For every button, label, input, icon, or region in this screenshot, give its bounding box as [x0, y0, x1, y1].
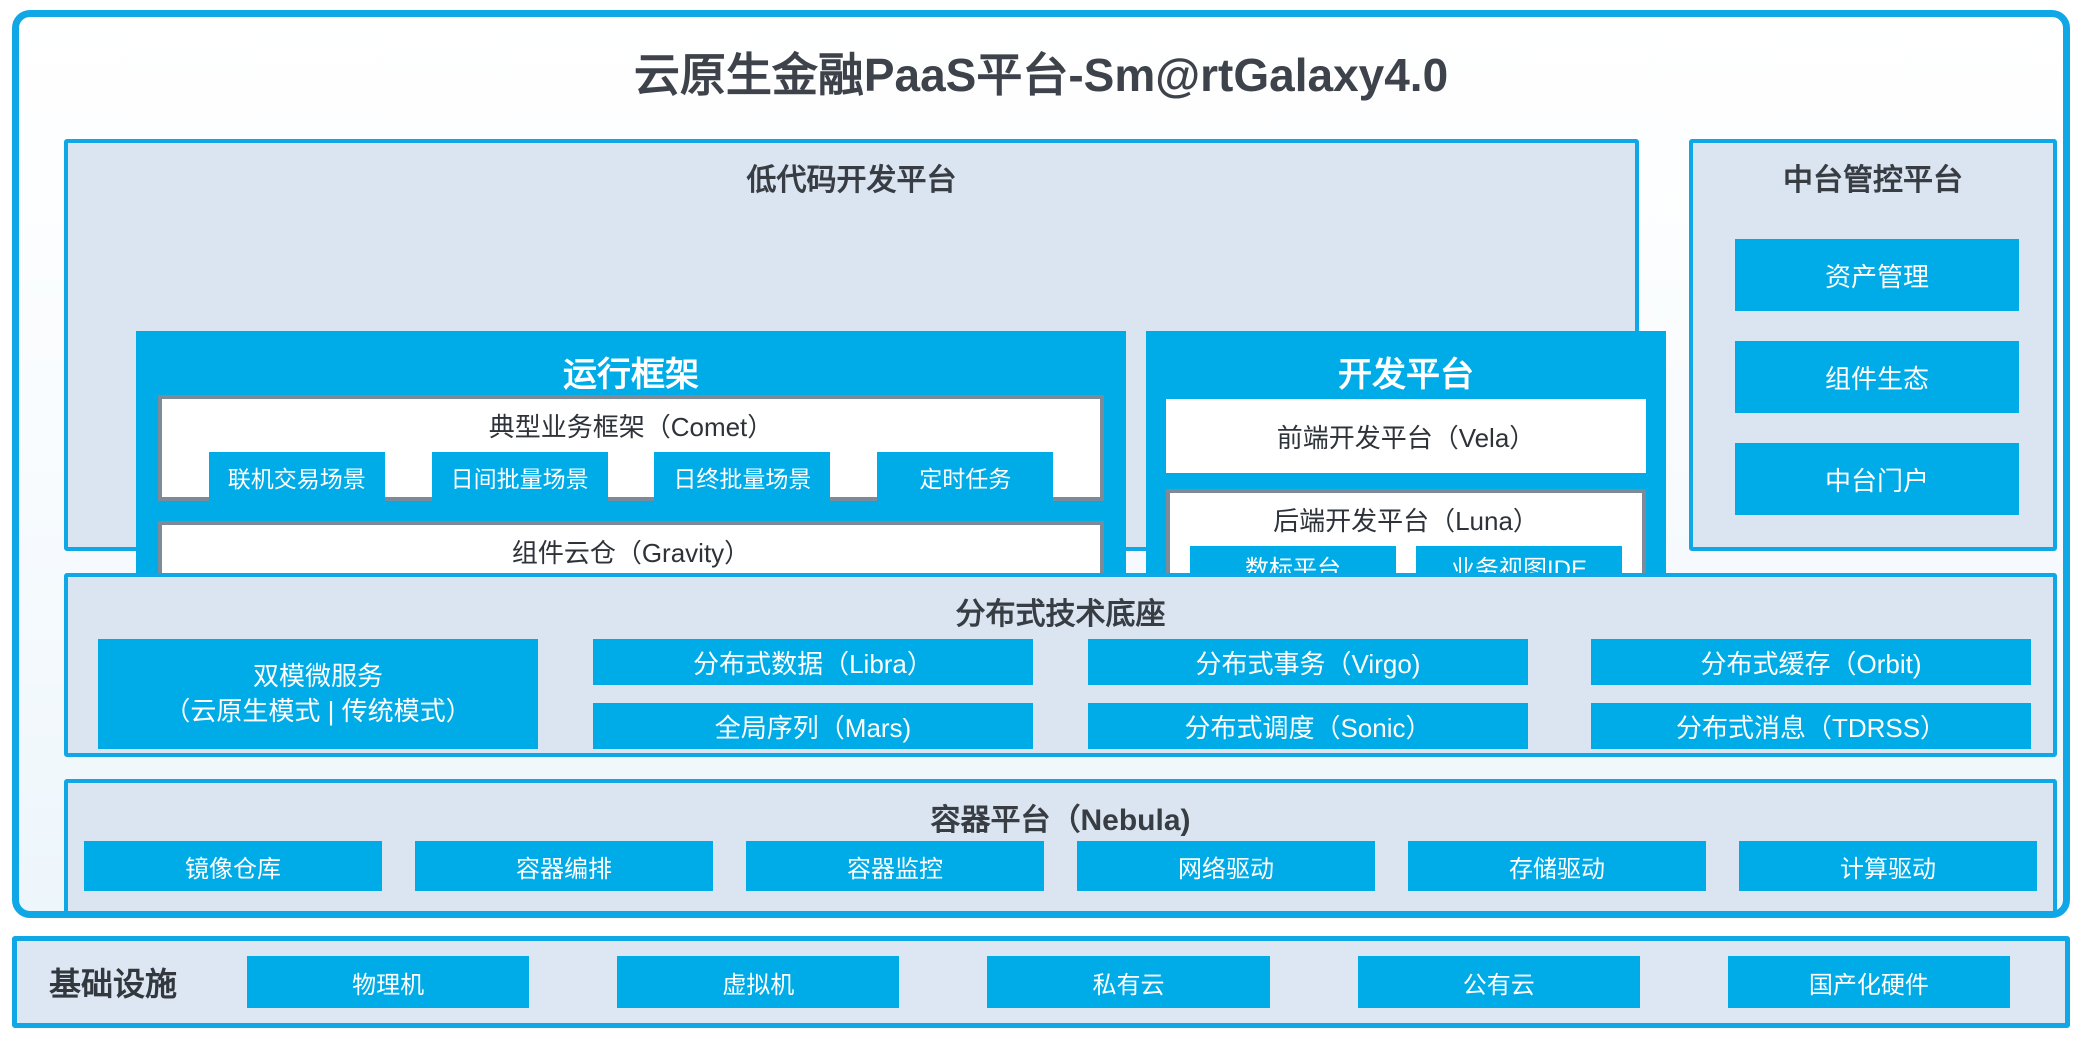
- distributed-grid: 双模微服务 （云原生模式 | 传统模式） 分布式数据（Libra） 全局序列（M…: [98, 639, 2031, 749]
- container-item-monitoring: 容器监控: [746, 841, 1044, 891]
- lowcode-platform-title: 低代码开发平台: [746, 164, 957, 197]
- container-items-row: 镜像仓库 容器编排 容器监控 网络驱动 存储驱动 计算驱动: [84, 841, 2037, 891]
- infrastructure-bar: 基础设施 物理机 虚拟机 私有云 公有云 国产化硬件: [12, 936, 2070, 1028]
- comet-item-daytime-batch: 日间批量场景: [431, 452, 608, 502]
- runtime-framework-title: 运行框架: [563, 356, 699, 394]
- luna-backend-title: 后端开发平台（Luna）: [1273, 506, 1539, 536]
- dual-mode-line1: 双模微服务: [252, 660, 383, 691]
- global-sequence-mars: 全局序列（Mars): [593, 703, 1033, 749]
- container-item-network-driver: 网络驱动: [1077, 841, 1375, 891]
- infrastructure-label: 基础设施: [49, 966, 178, 1002]
- dual-mode-microservice-block: 双模微服务 （云原生模式 | 传统模式）: [98, 639, 538, 749]
- infrastructure-items-row: 物理机 虚拟机 私有云 公有云 国产化硬件: [247, 956, 2011, 1008]
- distributed-cache-orbit: 分布式缓存（Orbit): [1591, 639, 2031, 685]
- midplatform-governance-panel: 中台管控平台 资产管理 组件生态 中台门户: [1689, 139, 2057, 551]
- distributed-base-panel: 分布式技术底座 双模微服务 （云原生模式 | 传统模式） 分布式数据（Libra…: [64, 573, 2057, 757]
- infra-item-virtual-machine: 虚拟机: [617, 956, 900, 1008]
- infra-item-private-cloud: 私有云: [987, 956, 1270, 1008]
- container-item-image-registry: 镜像仓库: [84, 841, 382, 891]
- gravity-warehouse-title: 组件云仓（Gravity）: [511, 538, 751, 568]
- infra-item-domestic-hardware: 国产化硬件: [1727, 956, 2011, 1008]
- distributed-scheduling-sonic: 分布式调度（Sonic）: [1088, 703, 1528, 749]
- comet-item-online-trading: 联机交易场景: [208, 452, 385, 502]
- distributed-base-title: 分布式技术底座: [955, 598, 1166, 631]
- infra-item-public-cloud: 公有云: [1357, 956, 1640, 1008]
- container-item-compute-driver: 计算驱动: [1739, 841, 2037, 891]
- dev-platform-title: 开发平台: [1338, 356, 1474, 394]
- comet-item-eod-batch: 日终批量场景: [654, 452, 831, 502]
- container-platform-title: 容器平台（Nebula): [930, 804, 1191, 837]
- comet-items-row: 联机交易场景 日间批量场景 日终批量场景 定时任务: [162, 452, 1100, 502]
- comet-framework-title: 典型业务框架（Comet）: [488, 412, 774, 442]
- governance-item-asset-mgmt: 资产管理: [1735, 239, 2019, 311]
- governance-item-component-eco: 组件生态: [1735, 341, 2019, 413]
- main-frame: 云原生金融PaaS平台-Sm@rtGalaxy4.0 低代码开发平台 运行框架 …: [12, 10, 2070, 918]
- page-title: 云原生金融PaaS平台-Sm@rtGalaxy4.0: [633, 49, 1449, 101]
- midplatform-governance-title: 中台管控平台: [1783, 164, 1963, 197]
- distributed-message-tdrss: 分布式消息（TDRSS）: [1591, 703, 2031, 749]
- infra-item-physical-machine: 物理机: [247, 956, 530, 1008]
- governance-item-portal: 中台门户: [1735, 443, 2019, 515]
- distributed-data-libra: 分布式数据（Libra）: [593, 639, 1033, 685]
- dual-mode-line2: （云原生模式 | 传统模式）: [164, 696, 472, 726]
- distributed-transaction-virgo: 分布式事务（Virgo): [1088, 639, 1528, 685]
- container-item-orchestration: 容器编排: [415, 841, 713, 891]
- vela-frontend-box: 前端开发平台（Vela）: [1166, 399, 1646, 473]
- comet-item-scheduled-task: 定时任务: [877, 452, 1054, 502]
- container-platform-panel: 容器平台（Nebula) 镜像仓库 容器编排 容器监控 网络驱动 存储驱动 计算…: [64, 779, 2057, 915]
- comet-framework-box: 典型业务框架（Comet） 联机交易场景 日间批量场景 日终批量场景 定时任务: [158, 395, 1104, 502]
- lowcode-platform-panel: 低代码开发平台 运行框架 典型业务框架（Comet） 联机交易场景 日间批量场景…: [64, 139, 1666, 661]
- container-item-storage-driver: 存储驱动: [1408, 841, 1706, 891]
